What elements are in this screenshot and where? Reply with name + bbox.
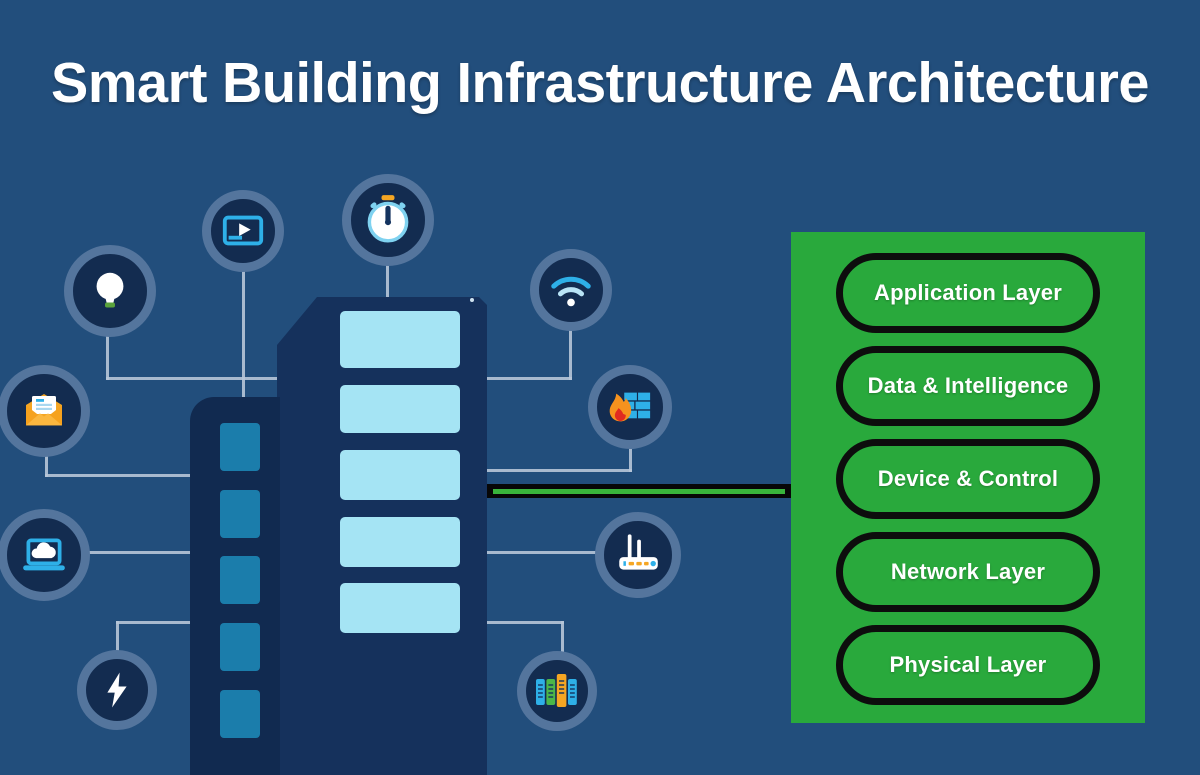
page-title: Smart Building Infrastructure Architectu… bbox=[51, 51, 1149, 115]
video-node bbox=[202, 190, 284, 272]
connector-line bbox=[629, 447, 632, 472]
server-rack-icon bbox=[536, 674, 577, 707]
connector-line bbox=[487, 377, 572, 380]
lightbulb-icon bbox=[96, 272, 124, 308]
bus-connector-core bbox=[493, 489, 785, 494]
building-window bbox=[340, 583, 460, 633]
connector-line bbox=[45, 452, 48, 477]
mail-icon bbox=[26, 394, 62, 426]
mail-node bbox=[0, 365, 90, 457]
building-window bbox=[220, 623, 260, 671]
connector-line bbox=[242, 271, 245, 399]
server-node bbox=[517, 651, 597, 731]
building-window bbox=[220, 690, 260, 738]
video-player-icon bbox=[222, 215, 264, 246]
wifi-icon bbox=[551, 276, 591, 307]
building-window bbox=[220, 556, 260, 604]
laptop-node bbox=[0, 509, 90, 601]
connector-line bbox=[561, 621, 564, 653]
power-node bbox=[77, 650, 157, 730]
router-node bbox=[595, 512, 681, 598]
connector-line bbox=[106, 322, 109, 380]
connector-line bbox=[106, 377, 294, 380]
architecture-layers-panel: Application Layer Data & Intelligence De… bbox=[791, 232, 1145, 723]
connector-line bbox=[116, 621, 119, 651]
firewall-node bbox=[588, 365, 672, 449]
building-window bbox=[340, 517, 460, 567]
connector-line bbox=[569, 329, 572, 380]
building-window bbox=[340, 311, 460, 368]
building-window bbox=[340, 385, 460, 433]
connector-line bbox=[487, 551, 597, 554]
layer-pill-application[interactable]: Application Layer bbox=[836, 253, 1100, 333]
timer-node bbox=[342, 174, 434, 266]
layer-pill-physical[interactable]: Physical Layer bbox=[836, 625, 1100, 705]
left-building bbox=[190, 397, 280, 775]
connector-line bbox=[487, 469, 632, 472]
connector-line bbox=[116, 621, 191, 624]
building-window bbox=[340, 450, 460, 500]
lightbulb-node bbox=[64, 245, 156, 337]
firewall-fire-icon bbox=[609, 392, 651, 422]
building-window bbox=[220, 490, 260, 538]
laptop-cloud-icon bbox=[23, 538, 65, 571]
wifi-node bbox=[530, 249, 612, 331]
connector-line bbox=[487, 621, 564, 624]
layer-pill-data-intelligence[interactable]: Data & Intelligence bbox=[836, 346, 1100, 426]
main-building bbox=[277, 297, 487, 775]
connector-line bbox=[45, 474, 191, 477]
connector-line bbox=[88, 551, 191, 554]
layer-pill-device-control[interactable]: Device & Control bbox=[836, 439, 1100, 519]
lightning-bolt-icon bbox=[107, 672, 127, 708]
stopwatch-icon bbox=[367, 195, 409, 243]
connector-line bbox=[386, 263, 389, 299]
roof-highlight-dot bbox=[470, 298, 474, 302]
layer-pill-network[interactable]: Network Layer bbox=[836, 532, 1100, 612]
bus-connector bbox=[487, 484, 791, 498]
router-icon bbox=[619, 534, 658, 570]
building-window bbox=[220, 423, 260, 471]
